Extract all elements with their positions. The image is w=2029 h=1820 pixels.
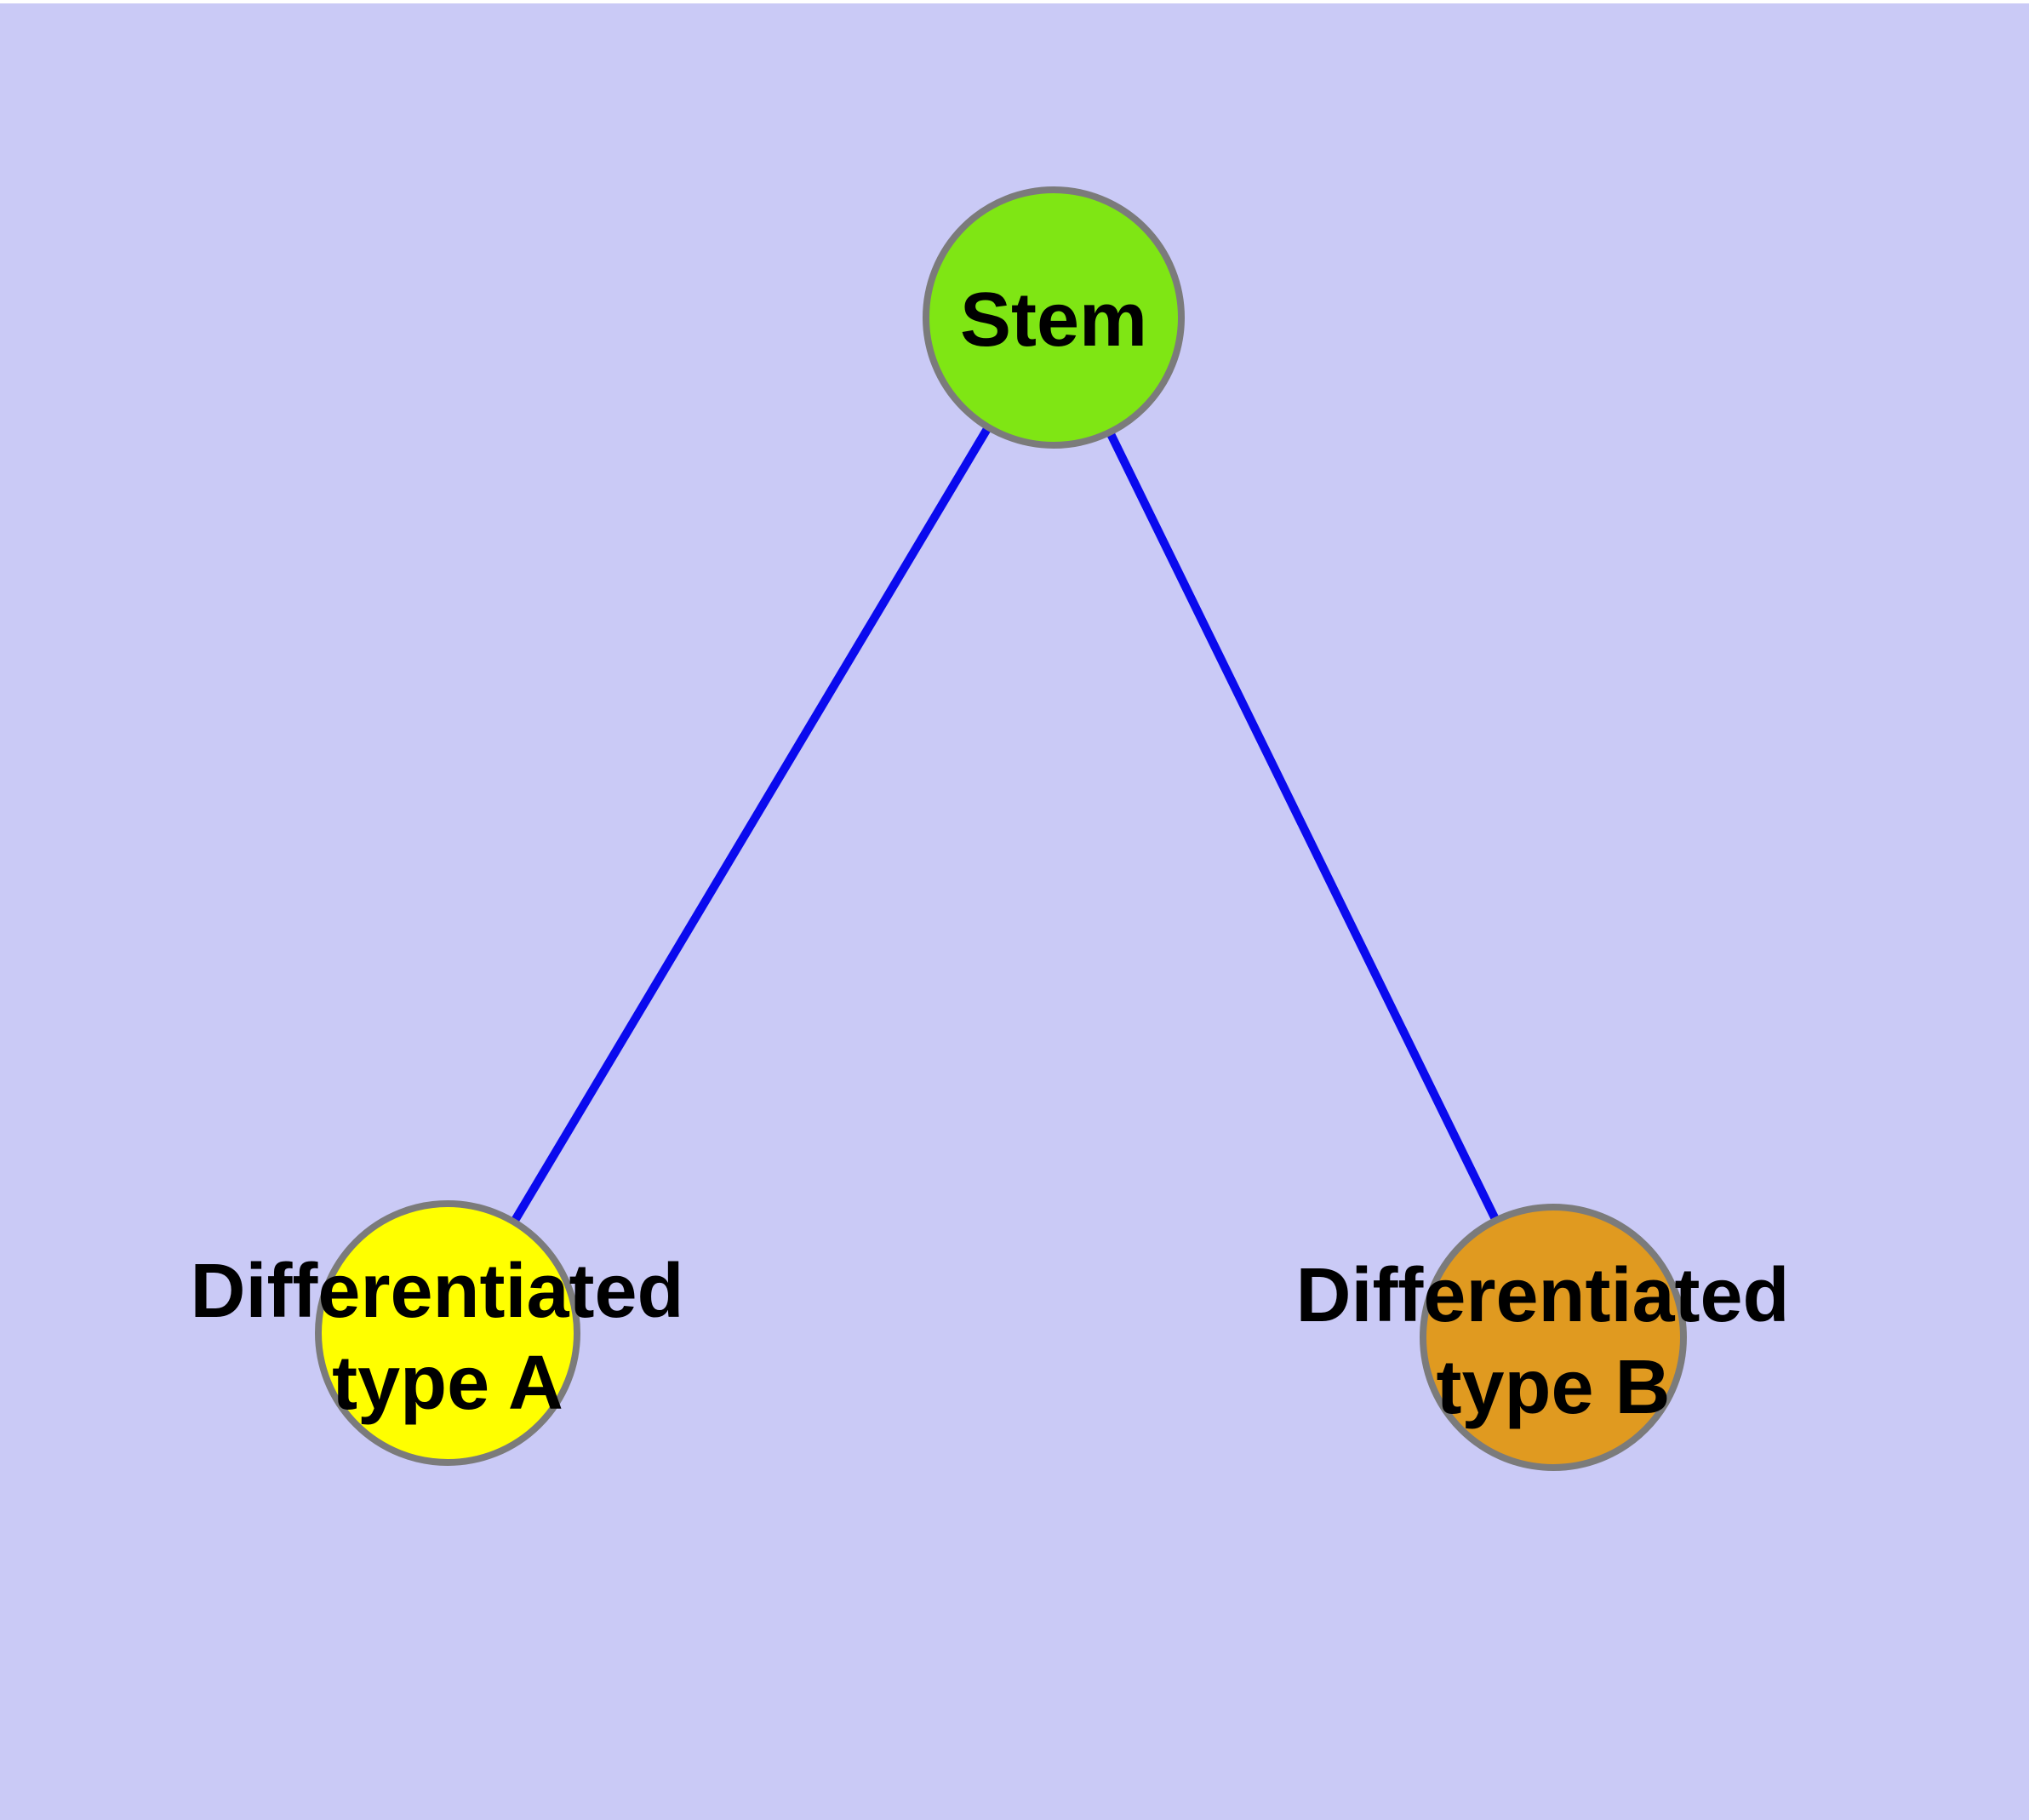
node-type-b (1420, 1204, 1687, 1471)
node-stem (923, 186, 1185, 449)
node-type-b-label-line1: Differentiated (1295, 1253, 1789, 1338)
node-type-a-label: Differentiated type A (190, 1249, 705, 1426)
node-type-a (315, 1200, 580, 1466)
node-type-b-label-line2: type B (1436, 1345, 1670, 1430)
edge-stem-to-type-b (1049, 315, 1557, 1340)
node-type-a-label-line1: Differentiated (190, 1249, 683, 1334)
edge-stem-to-type-a (443, 315, 1058, 1336)
node-stem-label: Stem (960, 278, 1147, 363)
node-type-b-label: Differentiated type B (1295, 1253, 1810, 1430)
node-type-a-label-line2: type A (332, 1341, 563, 1426)
